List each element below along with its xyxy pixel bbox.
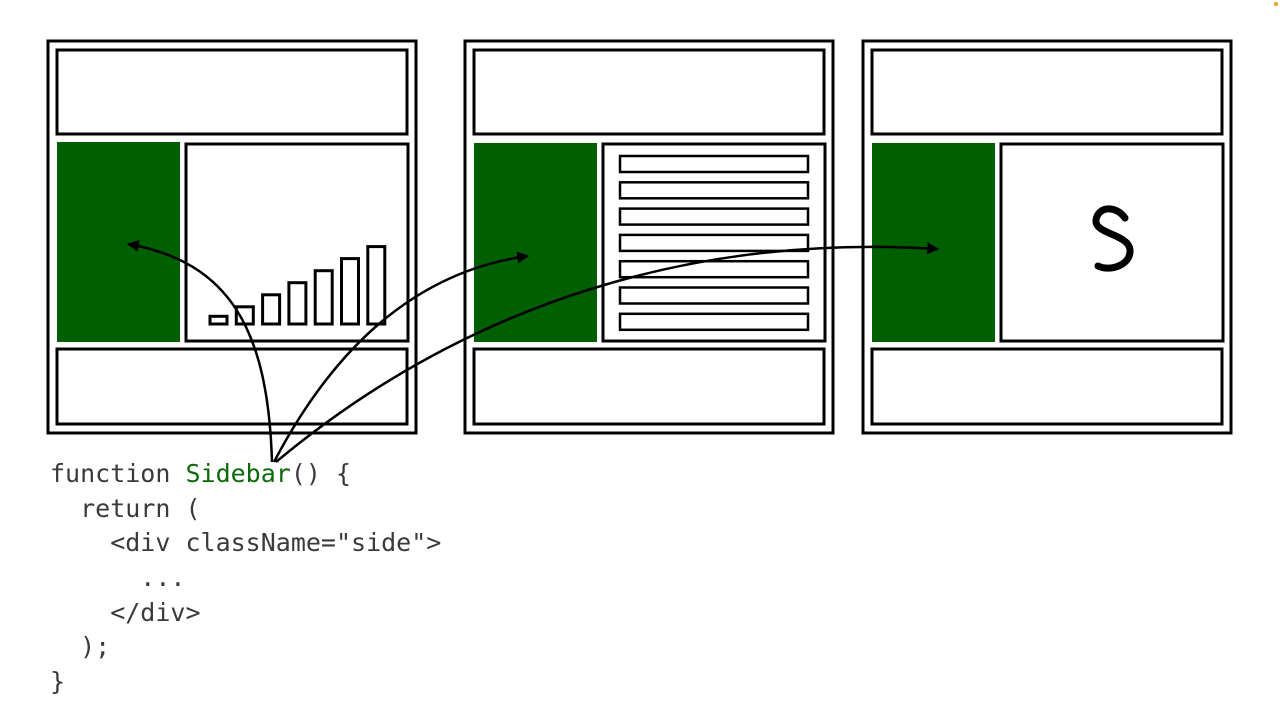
chart-bar-6	[340, 257, 360, 326]
panel-list-page	[463, 39, 835, 435]
panel-3-sidebar	[872, 143, 995, 342]
panel-2-footer	[472, 347, 826, 426]
panel-2-header	[472, 48, 826, 136]
code-line-3: <div className="side">	[50, 528, 442, 558]
chart-bar-7	[366, 245, 387, 326]
corner-marker	[1274, 2, 1278, 6]
arrow-to-panel-2-sidebar	[272, 251, 530, 463]
code-line-7: }	[50, 667, 66, 697]
list-row-7	[618, 312, 810, 332]
bar-chart	[208, 245, 387, 326]
code-line-4: ...	[50, 563, 186, 593]
panel-2-sidebar	[474, 143, 597, 342]
code-line-2: return (	[50, 493, 201, 523]
list-row-3	[618, 207, 810, 226]
panel-3-header	[870, 48, 1224, 136]
arrow-to-panel-1-sidebar	[126, 239, 274, 463]
list-row-6	[618, 286, 810, 305]
panel-3-content	[999, 142, 1225, 343]
arrow-to-panel-3-sidebar	[275, 242, 940, 463]
chart-bar-1	[208, 314, 229, 326]
panel-1-footer	[55, 347, 409, 426]
s-glyph-icon	[1092, 205, 1134, 272]
list-row-1	[618, 154, 810, 174]
panel-glyph-page	[861, 39, 1233, 435]
chart-bar-5	[313, 269, 334, 326]
chart-bar-3	[261, 293, 282, 326]
code-snippet: function Sidebar() { return ( <div class…	[50, 457, 441, 700]
panel-1-sidebar	[57, 142, 180, 342]
list-row-2	[618, 181, 810, 200]
component-name: Sidebar	[185, 459, 291, 488]
code-line-1: function Sidebar() {	[50, 459, 352, 488]
panel-3-footer	[870, 347, 1224, 426]
list-row-4	[618, 233, 810, 253]
chart-bar-4	[287, 281, 308, 326]
list-rows	[618, 154, 810, 332]
code-line-6: );	[50, 632, 111, 662]
list-row-5	[618, 259, 810, 279]
panel-1-header	[55, 48, 409, 136]
usage-arrows	[126, 239, 940, 463]
panel-chart-page	[46, 39, 418, 435]
code-line-5: </div>	[50, 597, 201, 627]
